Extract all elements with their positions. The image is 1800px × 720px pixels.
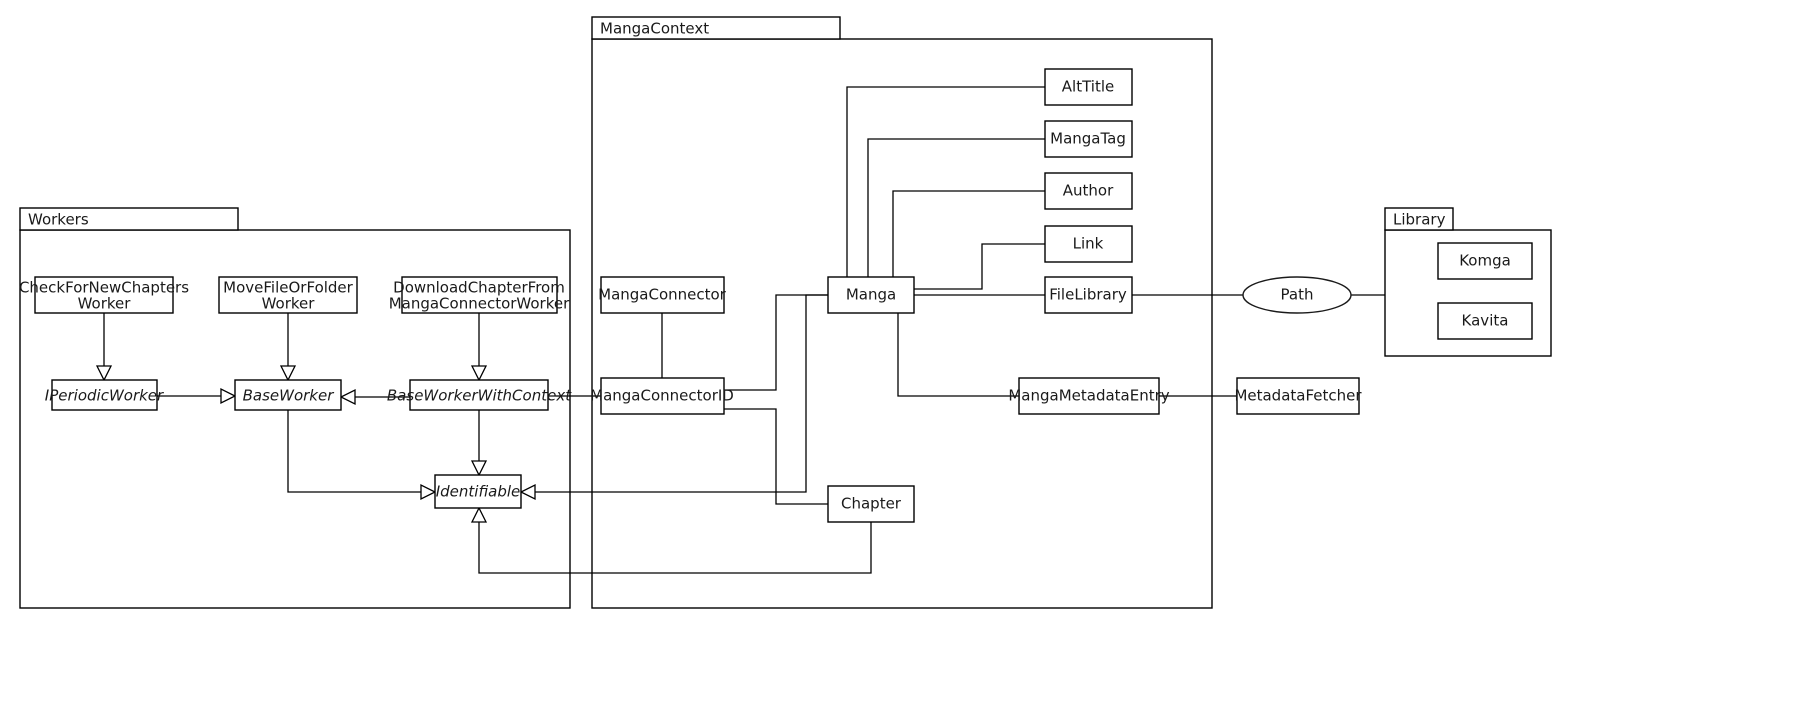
node-iperiodic-worker-label: IPeriodicWorker (45, 387, 164, 405)
node-manga-connector[interactable]: MangaConnector (598, 276, 727, 314)
node-chapter-box (827, 485, 915, 523)
node-metadata-fetcher-box (1236, 377, 1360, 415)
node-path-ellipse (1242, 276, 1352, 314)
node-manga-connector-id-label: MangaConnectorID (590, 387, 734, 405)
node-base-worker-label: BaseWorker (243, 387, 335, 405)
node-author-box (1044, 172, 1133, 210)
node-manga-connector-id[interactable]: MangaConnectorID (590, 377, 734, 415)
node-kavita-box (1437, 302, 1533, 340)
node-manga[interactable]: Manga (827, 276, 915, 314)
node-identifiable-box (434, 474, 522, 509)
node-alt-title-label: AltTitle (1062, 78, 1114, 96)
node-base-worker-with-context[interactable]: BaseWorkerWithContext (387, 379, 572, 411)
node-check-for-new-chapters-worker[interactable]: CheckForNewChapters Worker (19, 276, 189, 314)
edge-mangaconnectorid-to-chapter (724, 408, 828, 505)
edge-mangaconnectorid-to-manga (724, 294, 828, 391)
node-move-file-or-folder-worker-label: MoveFileOrFolder (223, 279, 353, 297)
package-library-label: Library (1393, 211, 1446, 229)
arrowhead-baseworker-right (339, 388, 356, 406)
node-kavita-label: Kavita (1462, 312, 1509, 330)
node-link-box (1044, 225, 1133, 263)
node-manga-metadata-entry-label: MangaMetadataEntry (1008, 387, 1169, 405)
arrowhead-iperiodicworker-top (95, 365, 113, 382)
node-base-worker-with-context-label: BaseWorkerWithContext (387, 387, 572, 405)
node-path[interactable]: Path (1242, 276, 1352, 314)
package-workers-tab (19, 207, 239, 231)
node-file-library-box (1044, 276, 1133, 314)
node-file-library-label: FileLibrary (1049, 286, 1127, 304)
node-manga-metadata-entry-box (1018, 377, 1160, 415)
node-base-worker-box (234, 379, 342, 411)
package-mangacontext-tab (591, 16, 841, 40)
node-alt-title-box (1044, 68, 1133, 106)
node-author-label: Author (1063, 182, 1114, 200)
edge-manga-to-mangametadataentry (897, 313, 1019, 397)
node-move-file-or-folder-worker-box (218, 276, 358, 314)
node-move-file-or-folder-worker-label-2: Worker (262, 295, 316, 313)
node-base-worker-with-context-box (409, 379, 549, 411)
node-link[interactable]: Link (1044, 225, 1133, 263)
arrowhead-identifiable-left (420, 483, 437, 501)
node-manga-tag-label: MangaTag (1050, 130, 1126, 148)
node-base-worker[interactable]: BaseWorker (234, 379, 342, 411)
package-library-tab (1384, 207, 1454, 231)
node-check-for-new-chapters-worker-label-2: Worker (78, 295, 132, 313)
edge-manga-to-author (892, 190, 1045, 277)
arrowhead-baseworkerwithcontext-top (470, 365, 488, 382)
node-iperiodic-worker[interactable]: IPeriodicWorker (45, 379, 164, 411)
node-manga-box (827, 276, 915, 314)
node-manga-connector-id-box (600, 377, 725, 415)
node-move-file-or-folder-worker[interactable]: MoveFileOrFolder Worker (218, 276, 358, 314)
node-link-label: Link (1073, 235, 1104, 253)
node-metadata-fetcher[interactable]: MetadataFetcher (1234, 377, 1362, 415)
arrowhead-identifiable-bottom (470, 506, 488, 523)
edge-manga-to-alttitle (846, 86, 1045, 277)
edge-manga-to-link (914, 243, 1045, 290)
node-manga-connector-label: MangaConnector (598, 286, 727, 304)
node-komga-box (1437, 242, 1533, 280)
node-manga-tag-box (1044, 120, 1133, 158)
node-manga-connector-box (600, 276, 725, 314)
node-identifiable-label: Identifiable (436, 483, 521, 501)
node-alt-title[interactable]: AltTitle (1044, 68, 1133, 106)
edge-chapter-to-identifiable (478, 516, 872, 574)
node-chapter-label: Chapter (841, 495, 902, 513)
arrowhead-baseworker-top (279, 365, 297, 382)
node-metadata-fetcher-label: MetadataFetcher (1234, 387, 1362, 405)
arrowhead-identifiable-right (519, 483, 536, 501)
node-file-library[interactable]: FileLibrary (1044, 276, 1133, 314)
node-kavita[interactable]: Kavita (1437, 302, 1533, 340)
node-download-chapter-from-manga-connector-worker-label: DownloadChapterFrom (393, 279, 565, 297)
node-download-chapter-from-manga-connector-worker-box (401, 276, 558, 314)
node-download-chapter-from-manga-connector-worker-label-2: MangaConnectorWorker (389, 295, 570, 313)
package-workers-label: Workers (28, 211, 89, 229)
edge-manga-to-mangatag (867, 138, 1045, 277)
package-mangacontext-label: MangaContext (600, 20, 709, 38)
node-path-label: Path (1281, 286, 1314, 304)
arrowhead-identifiable-top (470, 460, 488, 477)
node-download-chapter-from-manga-connector-worker[interactable]: DownloadChapterFrom MangaConnectorWorker (389, 276, 570, 314)
node-check-for-new-chapters-worker-label: CheckForNewChapters (19, 279, 189, 297)
node-komga[interactable]: Komga (1437, 242, 1533, 280)
node-manga-label: Manga (846, 286, 896, 304)
node-check-for-new-chapters-worker-box (34, 276, 174, 314)
edge-baseworker-to-identifiable (287, 410, 427, 493)
node-author[interactable]: Author (1044, 172, 1133, 210)
node-iperiodic-worker-box (51, 379, 158, 411)
node-manga-metadata-entry[interactable]: MangaMetadataEntry (1008, 377, 1170, 415)
node-identifiable[interactable]: Identifiable (434, 474, 522, 509)
arrowhead-baseworker-left (220, 387, 237, 405)
node-chapter[interactable]: Chapter (827, 485, 915, 523)
node-manga-tag[interactable]: MangaTag (1044, 120, 1133, 158)
node-komga-label: Komga (1459, 252, 1511, 270)
